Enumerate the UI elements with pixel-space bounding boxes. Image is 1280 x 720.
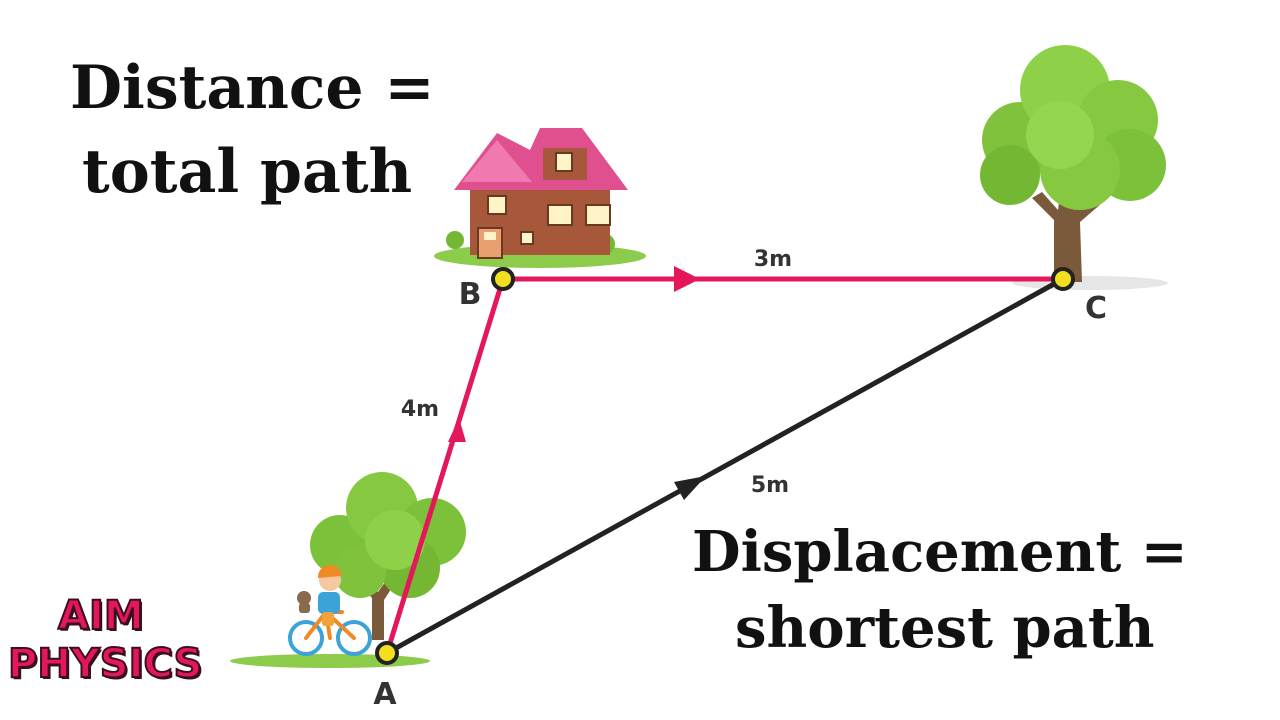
segment-bc-label: 3m (754, 247, 792, 272)
point-b-label: B (459, 277, 482, 312)
point-c-label: C (1085, 291, 1107, 326)
bicycle-rider-icon (288, 564, 372, 656)
house-icon (434, 128, 646, 268)
brand-logo-line-1: AIM (57, 593, 145, 639)
segment-ac-label: 5m (751, 473, 789, 498)
tree-icon (980, 45, 1168, 290)
point-b-marker (491, 267, 515, 291)
distance-title-line-1: Distance = (70, 53, 435, 123)
point-a-marker (375, 641, 399, 665)
displacement-path (385, 276, 1065, 656)
tree-icon (230, 472, 466, 668)
displacement-title-line-2: shortest path (735, 595, 1155, 661)
distance-title-line-2: total path (82, 137, 413, 207)
segment-ab-label: 4m (401, 397, 439, 422)
displacement-title-line-1: Displacement = (692, 519, 1188, 585)
point-c-marker (1051, 267, 1075, 291)
point-a-label: A (373, 677, 397, 712)
brand-logo-line-2: PHYSICS (7, 641, 203, 687)
